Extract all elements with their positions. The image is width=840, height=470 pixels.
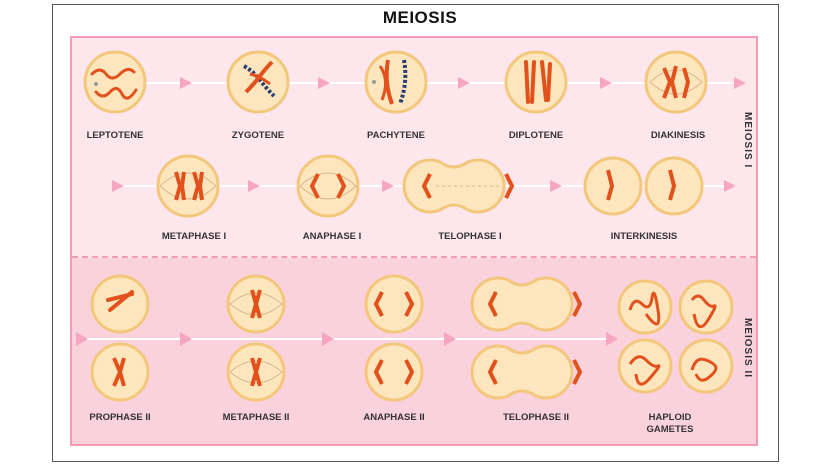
section-label-meiosis-ii: MEIOSIS II [742,318,753,379]
cell-anaphase-1 [296,154,360,218]
cell-diplotene [504,50,568,114]
label-pachytene: PACHYTENE [367,130,425,141]
cell-telophase-1 [402,158,515,214]
arrow [600,77,612,89]
arrow [112,180,124,192]
cell-pachytene [364,50,428,114]
label-telophase-i: TELOPHASE I [438,231,502,242]
cell-diakinesis [644,50,708,114]
label-interkinesis: INTERKINESIS [610,231,678,242]
arrow [550,180,562,192]
section-divider [72,256,756,258]
arrow [444,332,456,346]
label-metaphase-i: METAPHASE I [161,231,227,242]
label-leptotene: LEPTOTENE [86,130,144,141]
cell-telophase-2 [470,276,583,400]
arrow [318,77,330,89]
cell-interkinesis [583,156,704,216]
label-telophase-ii: TELOPHASE II [503,412,569,423]
label-metaphase-ii: METAPHASE II [222,412,290,423]
row3-arrows [76,332,618,346]
arrow [734,77,746,89]
arrow [458,77,470,89]
arrow [248,180,260,192]
cell-anaphase-2 [364,274,424,402]
section-label-meiosis-i: MEIOSIS I [742,112,753,169]
arrow [606,332,618,346]
cell-metaphase-1 [156,154,220,218]
arrow [724,180,736,192]
label-diakinesis: DIAKINESIS [650,130,706,141]
label-zygotene: ZYGOTENE [231,130,285,141]
label-anaphase-i: ANAPHASE I [302,231,362,242]
cell-leptotene [83,50,147,114]
arrow [382,180,394,192]
diagram-title: MEIOSIS [382,8,458,27]
cell-metaphase-2 [226,274,286,402]
label-anaphase-ii: ANAPHASE II [363,412,425,423]
arrow [76,332,88,346]
label-prophase-ii: PROPHASE II [89,412,151,423]
cell-haploid-gametes [617,279,734,394]
cell-prophase-2 [90,274,150,402]
cell-zygotene [226,50,290,114]
arrow [322,332,334,346]
label-diplotene: DIPLOTENE [508,130,564,141]
arrow [180,77,192,89]
label-haploid-gametes: HAPLOID GAMETES [646,412,694,435]
arrow [180,332,192,346]
